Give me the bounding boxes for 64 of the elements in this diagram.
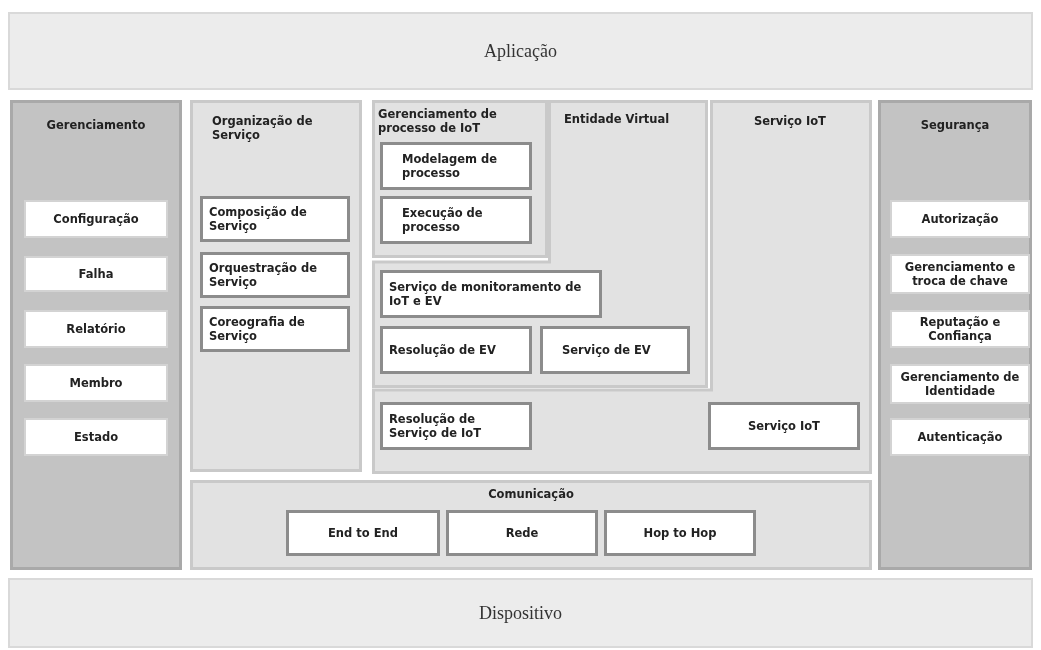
function-box <box>890 200 1030 238</box>
group-panel <box>372 100 548 258</box>
component-label: Membro <box>69 375 123 391</box>
component-label: Execução de processo <box>402 205 484 235</box>
group-panel <box>190 480 872 570</box>
component-label: Serviço de monitoramento de IoT e EV <box>389 279 583 309</box>
component-label: Hop to Hop <box>643 525 717 541</box>
component-label: Estado <box>73 429 119 445</box>
component-box <box>540 326 690 374</box>
component-label: Gerenciamento e troca de chave <box>903 259 1017 289</box>
side-panel <box>10 100 182 570</box>
panel-title: Entidade Virtual <box>564 112 671 127</box>
side-panel <box>878 100 1032 570</box>
panel-title: Segurança <box>919 118 991 133</box>
component-label: Relatório <box>66 321 126 337</box>
component-label: Serviço de EV <box>562 342 651 358</box>
function-box <box>890 364 1030 404</box>
function-box <box>24 310 168 348</box>
component-label: End to End <box>328 525 398 541</box>
l-shaped-panel <box>372 100 872 474</box>
component-box <box>380 142 532 190</box>
component-label: Serviço IoT <box>748 418 820 434</box>
panel-title: Gerenciamento de processo de IoT <box>378 107 498 136</box>
component-box <box>604 510 756 556</box>
panel-title: Comunicação <box>487 487 575 502</box>
function-box <box>24 256 168 292</box>
component-label: Composição de Serviço <box>209 204 308 234</box>
function-box <box>890 418 1030 456</box>
component-box <box>380 402 532 450</box>
component-box <box>708 402 860 450</box>
l-shaped-panel <box>372 100 708 388</box>
group-panel <box>190 100 362 472</box>
component-label: Modelagem de processo <box>402 151 499 181</box>
function-box <box>24 200 168 238</box>
component-label: Resolução de Serviço de IoT <box>389 411 482 441</box>
component-box <box>380 196 532 244</box>
component-box <box>380 270 602 318</box>
component-label: Falha <box>78 266 114 282</box>
component-box <box>200 196 350 242</box>
layer-title: Aplicação <box>484 39 557 63</box>
component-label: Rede <box>505 525 539 541</box>
component-label: Reputação e Confiança <box>918 314 1002 344</box>
component-label: Autorização <box>921 211 999 227</box>
component-label: Coreografia de Serviço <box>209 314 306 344</box>
component-box <box>200 252 350 298</box>
function-box <box>890 254 1030 294</box>
layer-band <box>8 578 1033 648</box>
component-label: Orquestração de Serviço <box>209 260 318 290</box>
component-label: Configuração <box>53 211 139 227</box>
function-box <box>890 310 1030 348</box>
component-box <box>380 326 532 374</box>
layer-title: Dispositivo <box>479 601 562 625</box>
component-box <box>446 510 598 556</box>
component-box <box>200 306 350 352</box>
component-label: Resolução de EV <box>389 342 496 358</box>
layer-band <box>8 12 1033 90</box>
component-label: Autenticação <box>917 429 1003 445</box>
panel-title: Serviço IoT <box>753 114 827 129</box>
component-box <box>286 510 440 556</box>
function-box <box>24 418 168 456</box>
panel-title: Organização de Serviço <box>212 114 314 143</box>
panel-title: Gerenciamento <box>45 118 147 133</box>
component-label: Gerenciamento de Identidade <box>899 369 1021 399</box>
function-box <box>24 364 168 402</box>
